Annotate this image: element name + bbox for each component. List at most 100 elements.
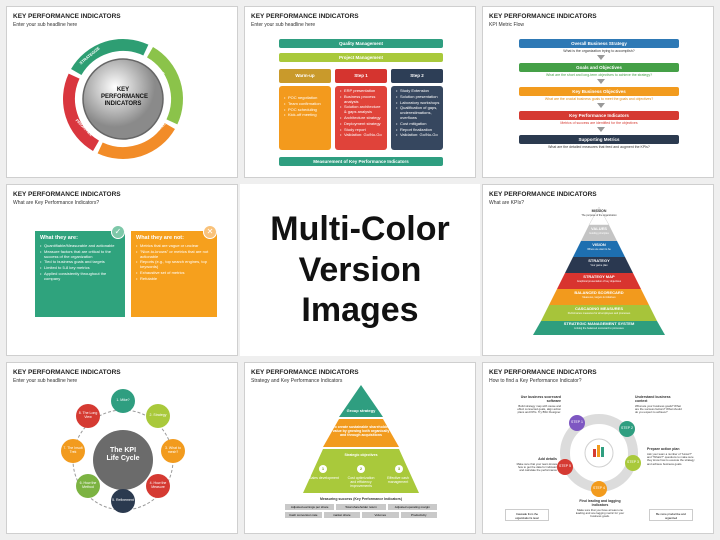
life-cycle-node-2: 2. Strategy xyxy=(146,404,170,428)
are-item: Quantifiable/Measurable and actionable xyxy=(40,243,120,249)
group-strategy-text: To create sustainable shareholder value … xyxy=(332,425,390,438)
slide-kpi-pyramid[interactable]: KEY PERFORMANCE INDICATORS What are KPIs… xyxy=(482,184,714,356)
quality-management-bar: Quality Management xyxy=(279,39,443,48)
slide-title: KEY PERFORMANCE INDICATORS xyxy=(251,369,359,376)
check-icon: ✓ xyxy=(111,225,125,239)
slide-subtitle: What are Key Performance Indicators? xyxy=(13,200,100,206)
flow-step-1-head: Overall Business Strategy xyxy=(519,39,679,48)
objective-item-1: Sales development xyxy=(309,476,339,480)
slide-what-are-kpis[interactable]: KEY PERFORMANCE INDICATORS What are Key … xyxy=(6,184,238,356)
step2-item: Laboratory workshops xyxy=(396,100,440,106)
not-item: "Nice-to-knows" or metrics that are not … xyxy=(136,249,212,260)
slide-strategy-kpis[interactable]: KEY PERFORMANCE INDICATORS Strategy and … xyxy=(244,362,476,534)
step1-item: Solution architecture & gaps analysis xyxy=(340,105,384,115)
slide-title: KEY PERFORMANCE INDICATORS xyxy=(13,13,121,20)
pyramid-level-strategy-desc: Your game plan xyxy=(590,264,608,267)
pyramid-level-vision-desc: Where we want to be xyxy=(587,248,611,251)
group-strategy-label: Group strategy xyxy=(346,408,376,413)
life-cycle-node-4: 4. How the Measure xyxy=(146,474,170,498)
col-body-warmup: POC negotiation Team confirmation POC sc… xyxy=(279,86,331,150)
flow-step-1-desc: What is the organization trying to accom… xyxy=(563,49,635,53)
step1-item: ERP presentation xyxy=(340,88,384,94)
find-step-1: STEP 1 xyxy=(569,415,585,431)
slide-subtitle: What are KPIs? xyxy=(489,200,525,206)
slide-kpi-cycle[interactable]: KEY PERFORMANCE INDICATORS Enter your su… xyxy=(6,6,238,178)
warmup-item: POC negotiation xyxy=(284,95,328,101)
slide-subtitle: Enter your sub headline here xyxy=(13,22,78,28)
objective-number-3: 3 xyxy=(395,465,403,473)
step2-item: Validation: Go/No-Go xyxy=(396,133,440,138)
find-step-2: STEP 2 xyxy=(619,421,635,437)
close-icon: ✕ xyxy=(203,225,217,239)
not-item: Exhaustive set of metrics xyxy=(136,270,212,276)
pyramid-level-cascading-measures: CASCADING MEASURES xyxy=(574,306,623,311)
kpi-table: Adjusted earnings per share Total shareh… xyxy=(285,504,437,518)
slide-kpi-metric-flow[interactable]: KEY PERFORMANCE INDICATORS KPI Metric Fl… xyxy=(482,6,714,178)
step2-item: Solution presentation xyxy=(396,94,440,100)
pyramid-level-vision: VISION xyxy=(592,242,606,247)
warmup-item: POC scheduling xyxy=(284,107,328,113)
are-item: Tied to business goals and targets xyxy=(40,260,120,265)
pyramid-level-balanced-scorecard-desc: Measures, targets & initiatives xyxy=(582,296,616,299)
pyramid-level-values-desc: Guiding principles xyxy=(589,232,609,235)
find-note-2-head: Understand business context xyxy=(635,395,671,404)
objective-number-1: 1 xyxy=(319,465,327,473)
find-step-4: STEP 4 xyxy=(591,481,607,497)
slide-title: KEY PERFORMANCE INDICATORS xyxy=(13,369,121,376)
kpi-table-cell: Volumes xyxy=(362,512,399,518)
objective-item-2: Cost optimization and efficiency improve… xyxy=(347,476,375,489)
slide-title: KEY PERFORMANCE INDICATORS xyxy=(489,191,597,198)
kpi-table-cell: Adjusted earnings per share xyxy=(285,504,335,510)
step2-item: Study Extension xyxy=(396,88,440,94)
col-head-step1: Step 1 xyxy=(335,69,387,83)
slide-title: KEY PERFORMANCE INDICATORS xyxy=(251,13,359,20)
are-item: Limited to 5-8 key metrics xyxy=(40,265,120,271)
find-note-5-head: Add details xyxy=(538,457,557,461)
kpi-table-cell: Adjusted operating margin xyxy=(387,504,437,510)
find-note-1-head: Use business scorecard software xyxy=(520,395,561,404)
find-footer-right: Be more productive and organized xyxy=(649,509,693,521)
slide-project-management[interactable]: KEY PERFORMANCE INDICATORS Enter your su… xyxy=(244,6,476,178)
what-they-are-not-card: What they are not: Metrics that are vagu… xyxy=(131,231,217,317)
step1-item: Architecture strategy xyxy=(340,115,384,121)
flow-step-3-desc: What are the crucial business goals to m… xyxy=(544,97,654,101)
step1-item: Validation: Go/No-Go xyxy=(340,133,384,138)
pyramid-level-strategic-management: STRATEGIC MANAGEMENT SYSTEM xyxy=(563,321,635,326)
pyramid-level-mission: MISSION xyxy=(591,209,607,213)
strategic-objectives-label: Strategic objectives xyxy=(344,453,378,457)
flow-step-3-head: Key Business Objectives xyxy=(519,87,679,96)
slide-title: KEY PERFORMANCE INDICATORS xyxy=(489,13,597,20)
pyramid-level-balanced-scorecard: BALANCED SCORECARD xyxy=(574,290,624,295)
pyramid-level-strategy-map-desc: Graphical presentation of key objectives xyxy=(576,280,622,283)
step2-item: Cost mitigation xyxy=(396,121,440,127)
find-footer-left: Cascade from the organization's level xyxy=(505,509,549,521)
step1-item: Business process analysis xyxy=(340,94,384,105)
flow-step-2-desc: What are the short and long-term objecti… xyxy=(545,73,653,77)
life-cycle-node-6: 6. How the Method xyxy=(76,474,100,498)
find-note-4-desc: Make sure that you have at least one lea… xyxy=(575,508,625,519)
slide-subtitle: Enter your sub headline here xyxy=(251,22,316,28)
what-they-are-head: What they are: xyxy=(40,235,78,241)
life-cycle-node-8: 8. The Long View xyxy=(76,404,100,428)
col-body-step2: Study Extension Solution presentation La… xyxy=(391,86,443,150)
life-cycle-node-5: 5. Refinement xyxy=(111,489,135,513)
are-item: Applied consistently throughout the comp… xyxy=(40,271,120,282)
find-step-3: STEP 3 xyxy=(625,455,641,471)
col-head-warmup: Warm-up xyxy=(279,69,331,83)
step1-item: Deployment strategy xyxy=(340,121,384,127)
kpi-table-cell: Productivity xyxy=(400,512,437,518)
find-step-5: STEP 5 xyxy=(557,459,573,475)
flow-step-5-head: Supporting Metrics xyxy=(519,135,679,144)
find-note-3-head: Prepare action plan xyxy=(647,447,680,451)
what-they-are-card: What they are: Quantifiable/Measurable a… xyxy=(35,231,125,317)
warmup-item: Kick-off meeting xyxy=(284,113,328,118)
life-cycle-node-7: 7. The Insult Trek xyxy=(61,439,85,463)
slide-kpi-life-cycle[interactable]: KEY PERFORMANCE INDICATORS Enter your su… xyxy=(6,362,238,534)
step1-item: Study report xyxy=(340,127,384,133)
pyramid-level-strategy: STRATEGY xyxy=(588,258,610,263)
slide-find-kpi[interactable]: KEY PERFORMANCE INDICATORS How to find a… xyxy=(482,362,714,534)
kpi-table-cell: market share xyxy=(323,512,360,518)
slide-title: KEY PERFORMANCE INDICATORS xyxy=(489,369,597,376)
